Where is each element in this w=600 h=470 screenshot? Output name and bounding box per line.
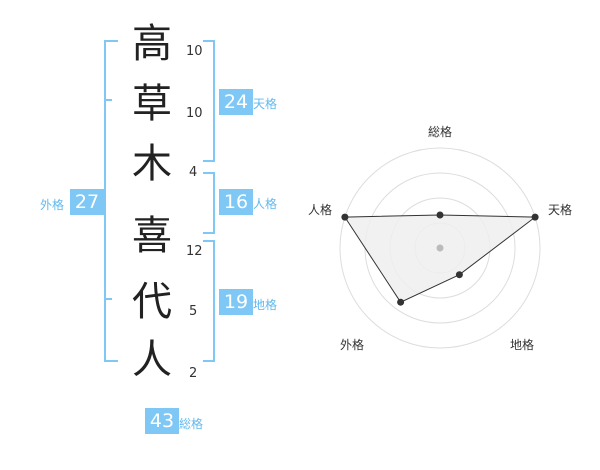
jinkaku-bracket (203, 172, 215, 234)
bracket-tick-1 (104, 99, 112, 101)
name-char-6: 人 (132, 337, 172, 383)
bracket-tick-2 (104, 298, 112, 300)
radar-point-2 (455, 271, 463, 279)
stroke-count-6: 2 (189, 366, 198, 381)
radar-label-jinkaku: 人格 (308, 203, 333, 217)
radar-center (436, 244, 444, 252)
gaikaku-bracket (104, 40, 118, 362)
radar-point-4 (341, 213, 349, 221)
name-char-3: 木 (132, 141, 172, 187)
stroke-count-1: 10 (186, 44, 203, 59)
radar-label-chikaku: 地格 (510, 338, 535, 352)
jinkaku-value: 16 (219, 189, 253, 215)
chikaku-bracket (203, 240, 215, 362)
radar-point-3 (397, 298, 405, 306)
stroke-count-5: 5 (189, 304, 198, 319)
jinkaku-label: 人格 (253, 197, 278, 211)
soukaku-label: 総格 (179, 417, 204, 431)
chikaku-value: 19 (219, 289, 253, 315)
tenkaku-bracket (203, 40, 215, 162)
name-char-5: 代 (132, 279, 172, 325)
stroke-count-3: 4 (189, 165, 198, 180)
radar-label-tenkaku: 天格 (548, 203, 573, 217)
name-char-1: 高 (132, 21, 172, 67)
tenkaku-value: 24 (219, 89, 253, 115)
name-char-4: 喜 (132, 213, 172, 259)
radar-ring-4 (339, 147, 541, 349)
gaikaku-value: 27 (70, 189, 104, 215)
name-char-2: 草 (132, 81, 172, 127)
radar-label-soukaku: 総格 (428, 125, 453, 139)
stroke-count-4: 12 (186, 244, 203, 259)
radar-point-0 (436, 211, 444, 219)
tenkaku-label: 天格 (253, 97, 278, 111)
soukaku-value: 43 (145, 408, 179, 434)
radar-label-gaikaku: 外格 (340, 338, 365, 352)
radar-point-1 (531, 213, 539, 221)
radar-area (343, 214, 537, 303)
chikaku-label: 地格 (253, 298, 278, 312)
gaikaku-label: 外格 (40, 198, 65, 212)
stroke-count-2: 10 (186, 106, 203, 121)
